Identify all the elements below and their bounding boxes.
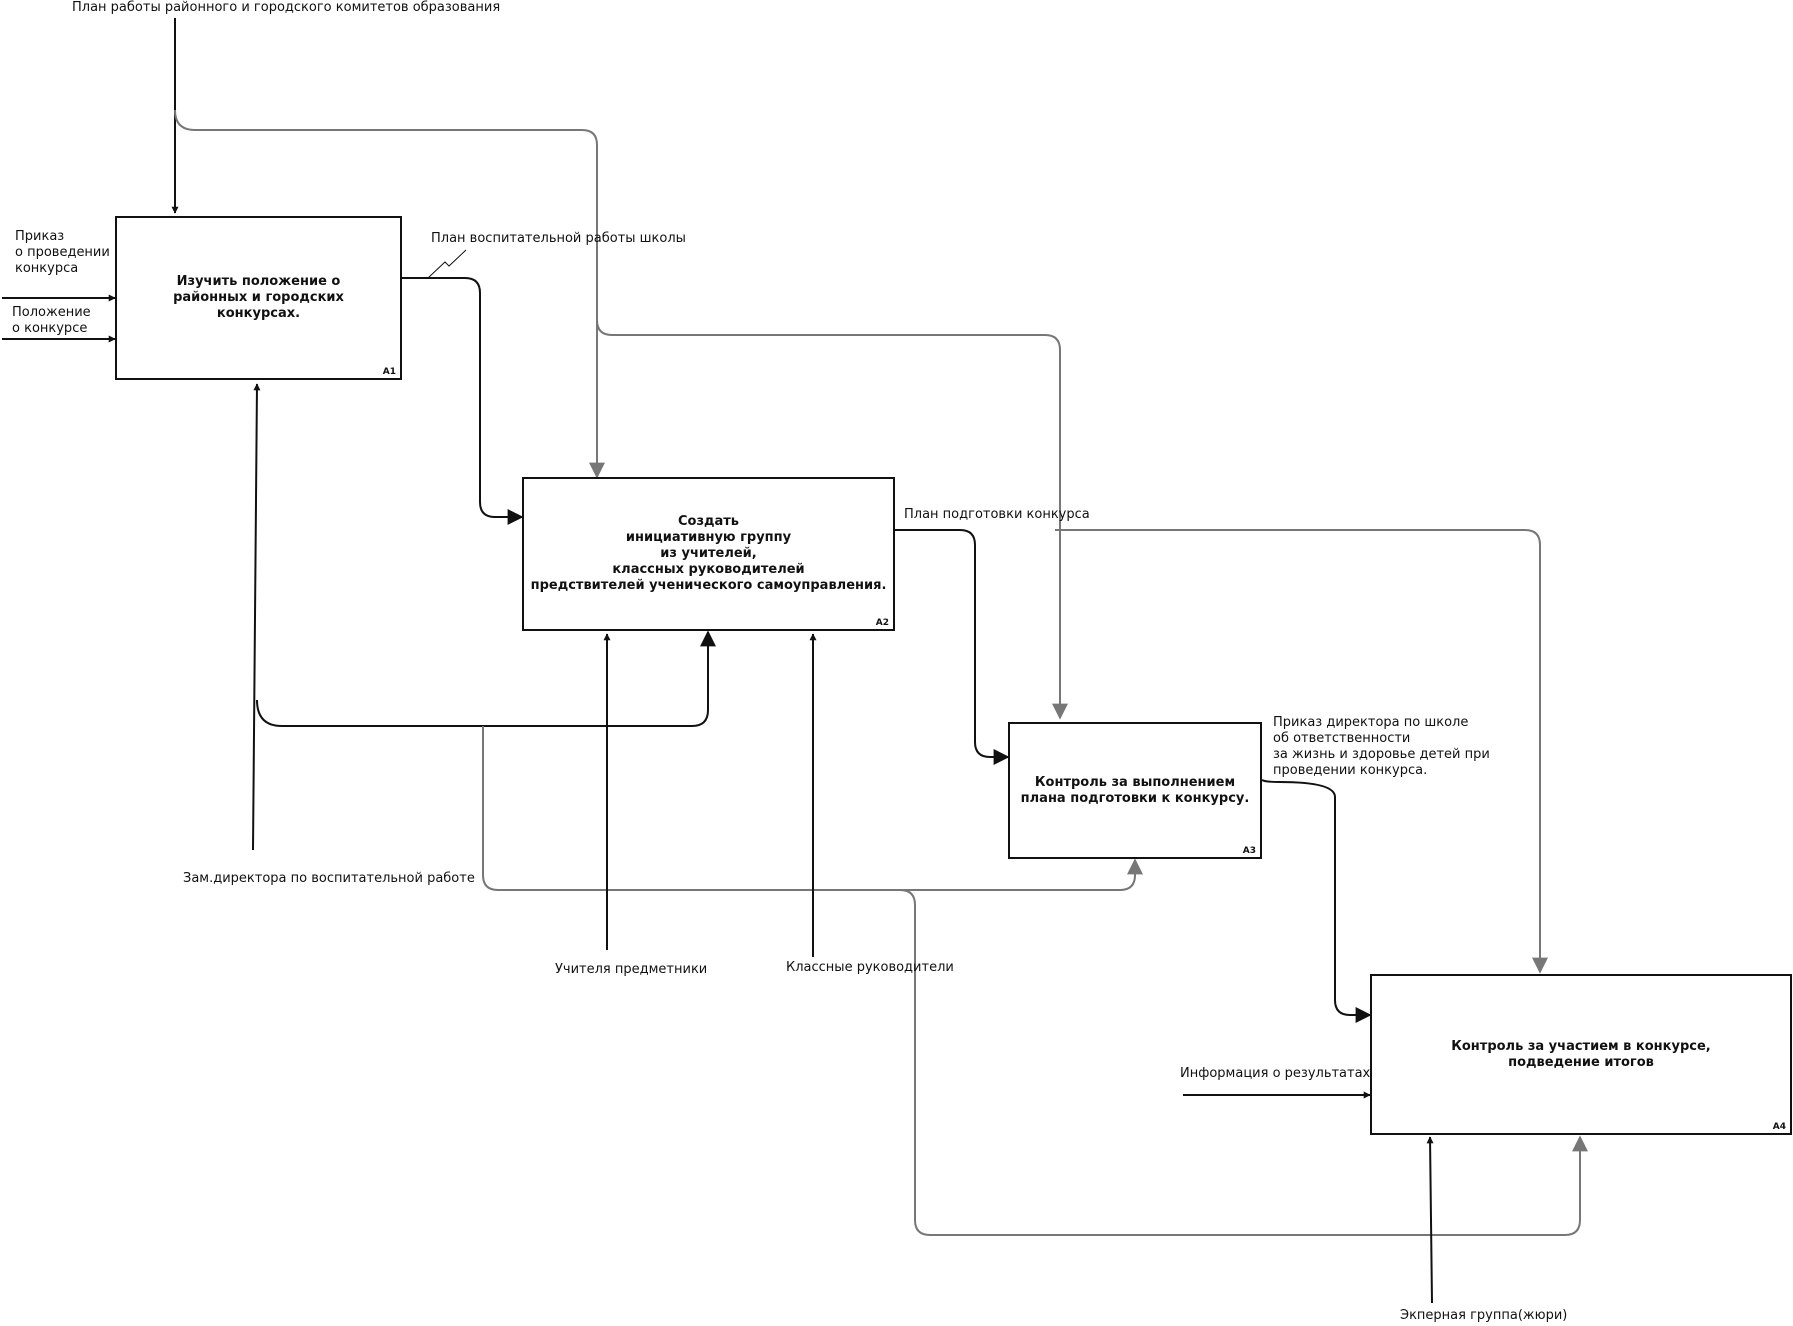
activity-box-a2[interactable]: Создать инициативную группу из учителей,… xyxy=(522,477,895,631)
activity-box-a3[interactable]: Контроль за выполнением плана подготовки… xyxy=(1008,722,1262,859)
arrow-plan-rayon-a3 xyxy=(596,319,1068,720)
arrow-ekspertnaya-a4 xyxy=(1426,1136,1434,1304)
activity-box-a4[interactable]: Контроль за участием в конкурсе, подведе… xyxy=(1370,974,1792,1135)
arrow-a3-a4 xyxy=(1261,779,1372,1023)
arrow-plan-rayon-a2 xyxy=(174,109,605,479)
label-plan-vospit: План воспитательной работы школы xyxy=(431,231,686,246)
activity-number-a2: A2 xyxy=(875,618,889,628)
label-prikaz-direktora: Приказ директора по школе об ответственн… xyxy=(1273,715,1490,778)
label-plan-podgotovki: План подготовки конкурса xyxy=(904,507,1090,522)
label-polozhenie: Положение о конкурсе xyxy=(12,305,91,336)
arrow-a2-a3 xyxy=(895,529,1010,765)
arrow-plan-podgotovki-a4 xyxy=(1054,528,1548,974)
activity-title-a3: Контроль за выполнением плана подготовки… xyxy=(1020,774,1250,806)
activity-title-a2: Создать инициативную группу из учителей,… xyxy=(530,514,887,593)
arrow-zam-a4 xyxy=(899,889,1588,1236)
label-uchitelya: Учителя предметники xyxy=(555,962,708,977)
activity-box-a1[interactable]: Изучить положение о районных и городских… xyxy=(115,216,402,380)
activity-number-a4: A4 xyxy=(1772,1122,1786,1132)
label-ekspertnaya: Экперная группа(жюри) xyxy=(1400,1308,1568,1323)
arrow-a1-a2 xyxy=(402,277,524,525)
label-leader-plan-vospit xyxy=(427,249,467,279)
activity-number-a1: A1 xyxy=(382,367,396,377)
label-informatsiya: Информация о результатах xyxy=(1180,1066,1371,1081)
arrow-zam-a3 xyxy=(482,726,1143,891)
label-prikaz-konkurs: Приказ о проведении конкурса xyxy=(15,229,110,276)
arrow-zam-a1 xyxy=(252,383,261,851)
label-plan-rayon: План работы районного и городского комит… xyxy=(72,0,501,15)
activity-title-a1: Изучить положение о районных и городских… xyxy=(173,274,344,321)
arrow-zam-a2 xyxy=(256,630,716,727)
activity-number-a3: A3 xyxy=(1242,846,1256,856)
label-zam-direktora: Зам.директора по воспитательной работе xyxy=(183,871,475,886)
activity-title-a4: Контроль за участием в конкурсе, подведе… xyxy=(1451,1038,1711,1070)
label-klassnye: Классные руководители xyxy=(786,960,954,975)
